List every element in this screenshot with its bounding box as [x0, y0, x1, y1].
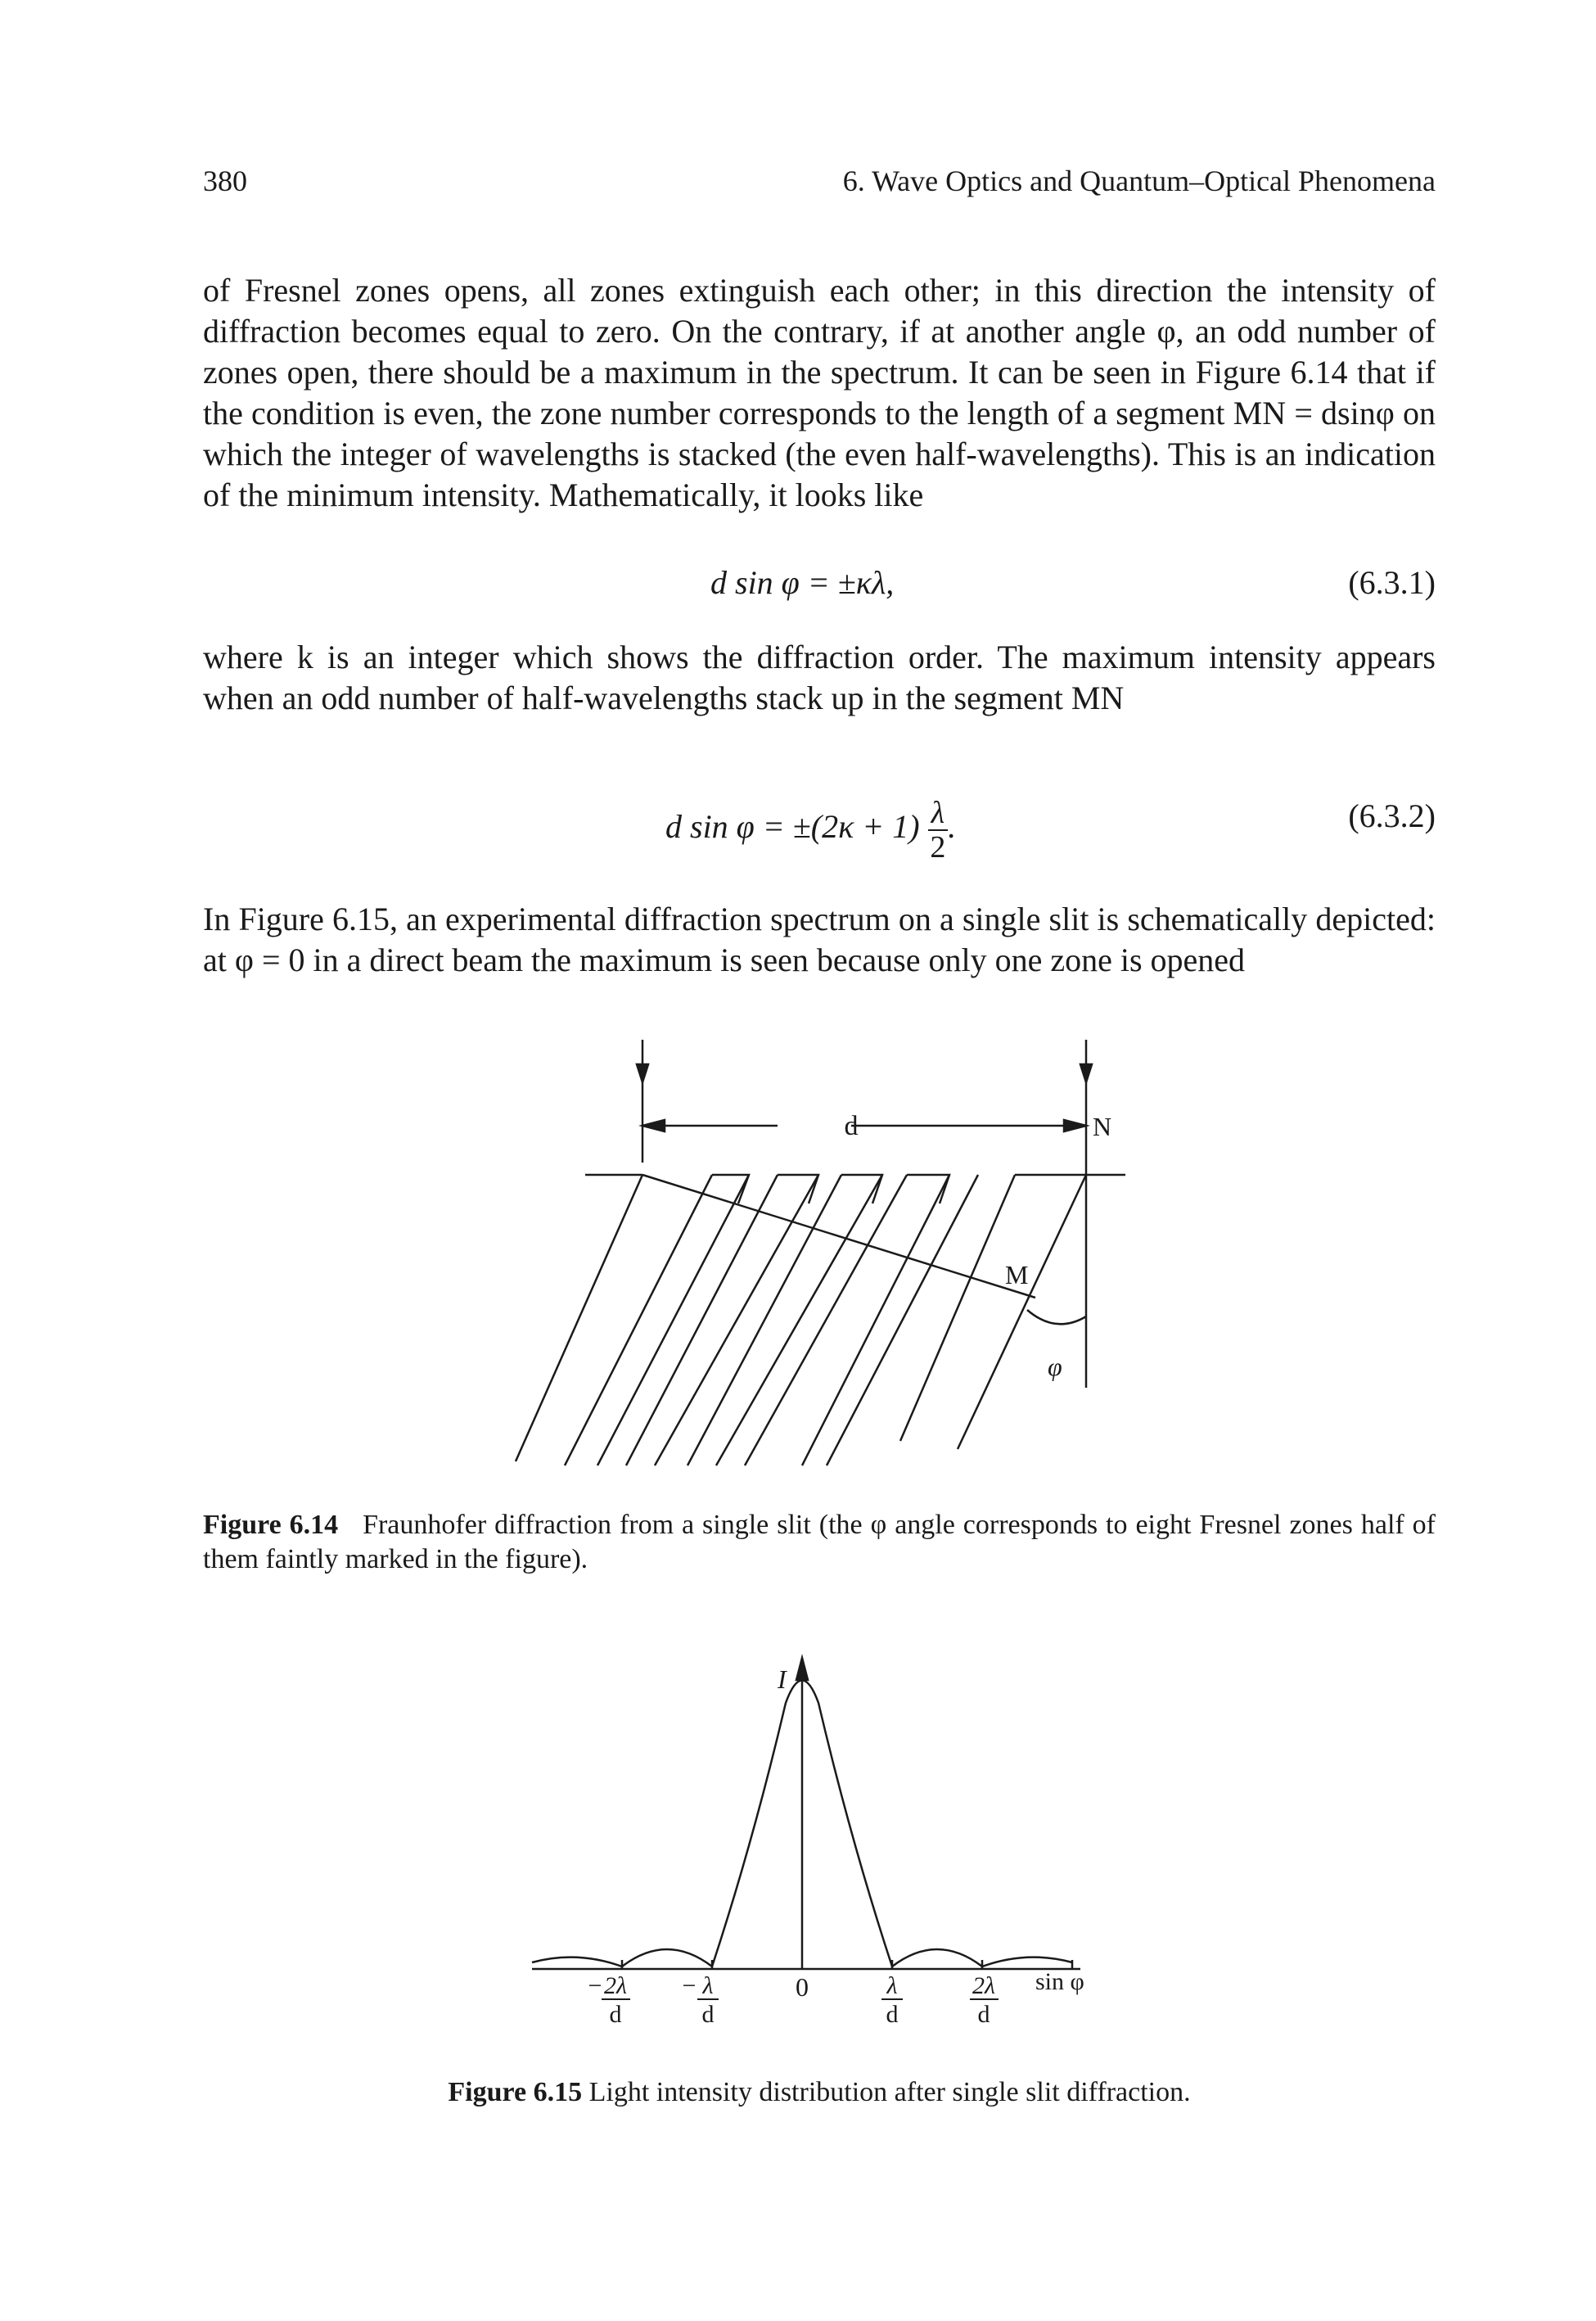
label-phi: φ	[1048, 1352, 1062, 1381]
caption-text: Light intensity distribution after singl…	[588, 2077, 1191, 2107]
ray-3	[596, 1174, 751, 1466]
equation-number: (6.3.2)	[1348, 797, 1436, 834]
ray-1	[514, 1174, 644, 1462]
tick-label-minus1-den: d	[702, 2001, 715, 2028]
chapter-title: 6. Wave Optics and Quantum–Optical Pheno…	[842, 165, 1436, 197]
intensity-curve	[531, 1679, 1073, 1969]
label-N: N	[1093, 1112, 1111, 1141]
dimension-arrow-right-icon	[1062, 1118, 1090, 1133]
dimension-arrow-left-icon	[638, 1118, 666, 1133]
equation-6-3-1: d sin φ = ±κλ, (6.3.1)	[203, 563, 1436, 629]
caption-text: Fraunhofer diffraction from a single sli…	[203, 1510, 1436, 1574]
right-down-arrow-icon	[1079, 1063, 1093, 1086]
x-axis-label: sin φ	[1035, 1968, 1084, 1995]
ray-12	[956, 1174, 1088, 1450]
fraction-numerator: λ	[927, 797, 949, 831]
ray-7	[715, 1174, 884, 1466]
fraction: λ 2	[927, 797, 949, 865]
tick-label-plus2-den: d	[978, 2001, 990, 2028]
equation-6-3-2: d sin φ = ±(2κ + 1) λ 2 . (6.3.2)	[203, 774, 1436, 864]
y-axis-label: I	[777, 1664, 787, 1694]
ray-9	[800, 1174, 951, 1466]
ray-2	[563, 1174, 714, 1466]
ray-11	[899, 1174, 1017, 1442]
segment-MN	[642, 1173, 1036, 1299]
fraction-denominator: 2	[930, 830, 946, 865]
caption-label: Figure 6.14	[203, 1510, 339, 1540]
tick-label-plus1-num: λ	[886, 1972, 898, 1999]
ray-4	[624, 1174, 779, 1466]
figure-6-15-caption: Figure 6.15 Light intensity distribution…	[203, 2075, 1436, 2110]
angle-arc	[1026, 1309, 1087, 1325]
tick-label-minus2-num: 2λ	[604, 1972, 627, 1999]
running-header: 380 6. Wave Optics and Quantum–Optical P…	[203, 164, 1436, 205]
page-number: 380	[203, 165, 247, 197]
left-down-arrow-icon	[635, 1063, 650, 1086]
tick-label-plus1-den: d	[886, 2001, 899, 2028]
tick-label-minus2-den: d	[610, 2001, 622, 2028]
ray-10	[825, 1174, 980, 1466]
label-d: d	[845, 1111, 859, 1141]
figure-6-15-intensity-plot: I sin φ 0 − 2λ d − λ d λ d 2λ d	[531, 1654, 1084, 2028]
ray-5	[653, 1174, 820, 1466]
paragraph-3: In Figure 6.15, an experimental diffract…	[203, 901, 1436, 978]
tick-minus-sign: −	[683, 1972, 697, 1999]
paragraph-2: where k is an integer which shows the di…	[203, 639, 1436, 716]
equation-expression: d sin φ = ±(2κ + 1)	[665, 808, 920, 846]
ray-6	[686, 1174, 843, 1466]
y-axis-arrow-icon	[795, 1654, 809, 1682]
equation-trailing: .	[948, 808, 957, 846]
equation-expression: d sin φ = ±κλ,	[710, 564, 895, 601]
zone-top-3	[841, 1173, 884, 1204]
tick-minus-sign: −	[588, 1972, 602, 1999]
ray-8	[743, 1174, 908, 1466]
tick-label-minus1-num: λ	[702, 1972, 714, 1999]
figure-6-14-diagram: d N M φ	[514, 1040, 1125, 1466]
caption-label: Figure 6.15	[448, 2077, 583, 2107]
label-M: M	[1005, 1260, 1028, 1289]
paragraph-1: of Fresnel zones opens, all zones exting…	[203, 272, 1436, 513]
tick-label-plus2-num: 2λ	[972, 1972, 995, 1999]
zone-top-2	[778, 1173, 820, 1204]
equation-number: (6.3.1)	[1348, 564, 1436, 601]
figure-6-14-caption: Figure 6.14 Fraunhofer diffraction from …	[203, 1508, 1436, 1577]
tick-label-zero: 0	[796, 1972, 809, 2002]
